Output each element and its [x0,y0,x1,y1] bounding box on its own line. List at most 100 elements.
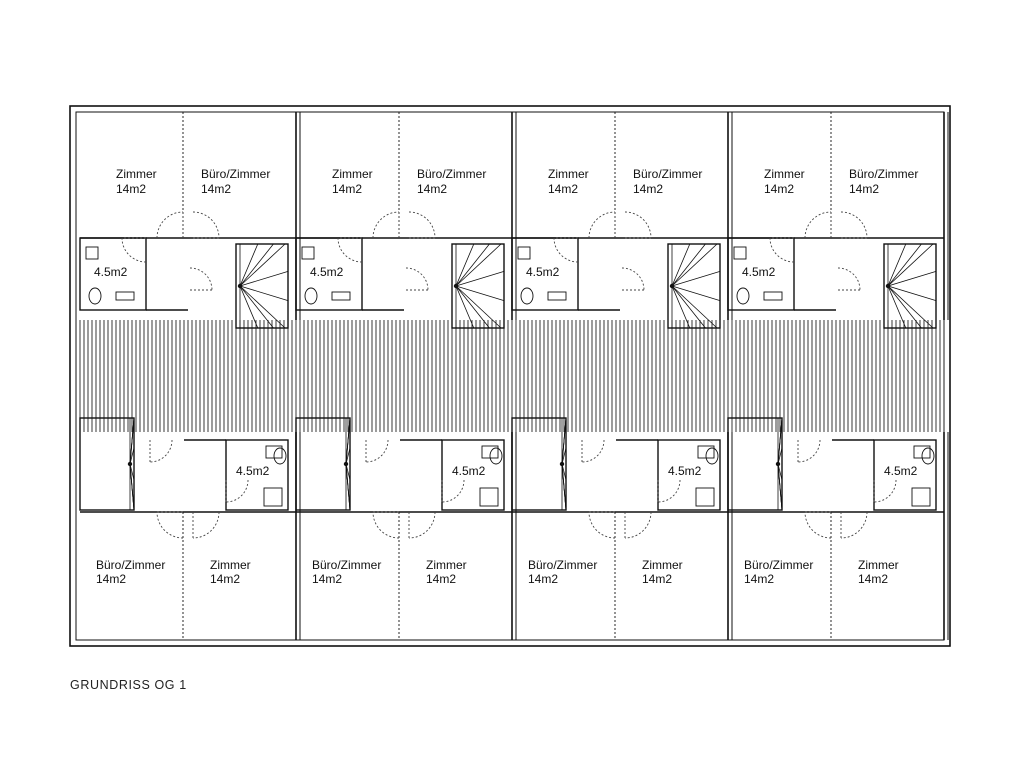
stair-tread [455,285,502,329]
door-swing-arc [408,511,436,539]
door-swing-arc [408,211,436,239]
stair-tread [345,447,351,465]
stair-tread [887,243,934,287]
bathroom-wall [225,439,289,511]
door-swing-arc [873,479,897,503]
room-label-zimmer: Zimmer [764,167,805,181]
room-label-zimmer: Zimmer [858,558,899,572]
stair-tread [345,463,351,511]
outer-wall [69,105,951,647]
door-swing-arc [337,237,363,263]
stair-core [343,461,349,467]
room-label-zimmer: Zimmer [210,558,251,572]
stair-tread [671,285,706,329]
room-label-zimmer: Zimmer [426,558,467,572]
stair-tread [239,271,289,287]
door-swing-arc [189,267,213,291]
bathroom-area-label: 4.5m2 [668,464,702,478]
stair-enclosure [883,243,937,329]
room-label-buero: Büro/Zimmer [744,558,813,572]
door-swing-arc [121,237,147,263]
stair-tread [561,417,567,465]
stair-tread [455,243,490,287]
room-area-label: 14m2 [744,572,774,586]
door-swing-arc [581,439,605,463]
stair-tread [671,285,718,329]
room-label-zimmer: Zimmer [116,167,157,181]
stair-tread [239,285,286,329]
stair-tread [671,285,691,329]
toilet [489,447,503,465]
bathroom-wall [657,439,721,511]
stair-tread [455,285,505,301]
bathroom-area-label: 4.5m2 [94,265,128,279]
door-swing-arc [621,267,645,291]
room-label-buero: Büro/Zimmer [417,167,486,181]
stair-core [237,283,243,289]
stair-tread [455,285,490,329]
room-area-label: 14m2 [332,182,362,196]
stair-tread [777,417,783,465]
door-swing-arc [372,211,400,239]
walls [69,105,951,647]
stair-tread [887,285,937,301]
bathroom-area-label: 4.5m2 [526,265,560,279]
stair-tread [129,447,135,465]
stair-core [559,461,565,467]
shower-tray [479,487,499,507]
room-area-label: 14m2 [417,182,447,196]
bathroom-wall [79,237,147,311]
room-area-label: 14m2 [528,572,558,586]
stair-tread [887,285,907,329]
stair-core [885,283,891,289]
stair-tread [671,243,718,287]
door-swing-arc [588,511,616,539]
stair-enclosure [451,243,505,329]
stair-tread [345,463,351,481]
door-swing-arc [149,439,173,463]
room-area-label: 14m2 [116,182,146,196]
door-swing-arc [441,479,465,503]
room-label-zimmer: Zimmer [642,558,683,572]
room-area-label: 14m2 [96,572,126,586]
room-area-label: 14m2 [764,182,794,196]
room-label-buero: Büro/Zimmer [312,558,381,572]
door-swing-arc [156,211,184,239]
stair-tread [455,243,502,287]
toilet [273,447,287,465]
door-swing-arc [156,511,184,539]
stair-tread [887,271,937,287]
toilet [88,287,102,305]
toilet [520,287,534,305]
stair-tread [671,271,721,287]
door-swings [121,211,897,539]
room-label-zimmer: Zimmer [548,167,589,181]
stair-enclosure [235,243,289,329]
stair-tread [671,243,691,287]
room-label-buero: Büro/Zimmer [633,167,702,181]
stair-tread [239,285,289,301]
room-area-label: 14m2 [858,572,888,586]
shower-tray [547,291,567,301]
stair-tread [777,463,783,511]
room-area-label: 14m2 [426,572,456,586]
stair-enclosure [79,417,135,511]
shower-tray [763,291,783,301]
shower-tray [695,487,715,507]
toilet [736,287,750,305]
door-swing-arc [372,511,400,539]
bathroom-wall [873,439,937,511]
door-swing-arc [192,511,220,539]
stair-tread [887,285,922,329]
shower-tray [331,291,351,301]
bathroom-area-label: 4.5m2 [452,464,486,478]
toilet [304,287,318,305]
washbasin [301,246,315,260]
stair-core [453,283,459,289]
shower-tray [263,487,283,507]
shower-tray [115,291,135,301]
bathroom-area-label: 4.5m2 [310,265,344,279]
stair-tread [561,463,567,481]
bathroom-wall [727,237,795,311]
